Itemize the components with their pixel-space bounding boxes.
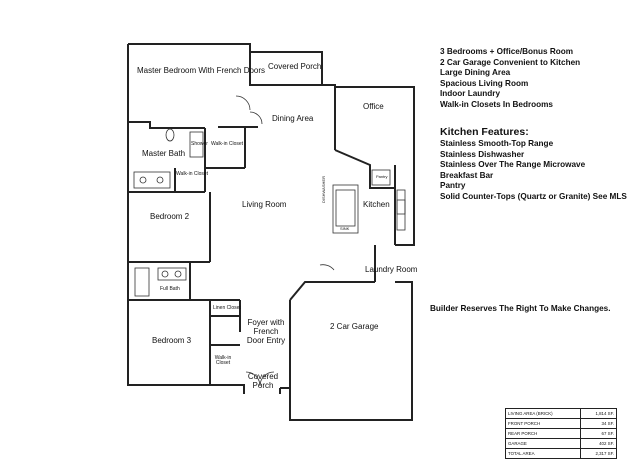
- sink-basin: [139, 176, 147, 184]
- feature-item: Spacious Living Room: [440, 78, 529, 88]
- room-label-dishwasher: DISHWASHER: [321, 176, 326, 203]
- area-label: REAR PORCH: [504, 428, 582, 439]
- feature-item: Walk-in Closets In Bedrooms: [440, 99, 553, 109]
- outer-wall: [205, 384, 245, 388]
- room-label-foyer: Foyer with French Door Entry: [246, 318, 286, 346]
- door-swing: [249, 111, 263, 125]
- area-label: GARAGE: [504, 438, 582, 449]
- door-swing: [259, 371, 275, 387]
- area-value: 2,317 SF.: [580, 448, 617, 459]
- range: [396, 199, 406, 215]
- room-label-bedroom-2: Bedroom 2: [150, 212, 190, 221]
- kitchen-features-list: Stainless Smooth-Top Range Stainless Dis…: [440, 139, 627, 202]
- room-label-full-bath: Full Bath: [160, 286, 180, 292]
- kitchen-island: [332, 184, 359, 234]
- room-label-kitchen: Kitchen: [363, 200, 390, 209]
- feature-item: 2 Car Garage Convenient to Kitchen: [440, 57, 581, 67]
- wall: [289, 281, 375, 301]
- outer-wall: [280, 281, 413, 421]
- kitchen-feature-item: Stainless Over The Range Microwave: [440, 160, 586, 169]
- room-label-shower: Shower: [191, 141, 208, 147]
- wall: [334, 149, 395, 189]
- outer-wall: [322, 84, 415, 246]
- area-value: 67 SF.: [580, 428, 617, 439]
- area-label: LIVING AREA (BRICK): [504, 408, 582, 419]
- kitchen-features-title: Kitchen Features:: [440, 126, 529, 138]
- room-label-bedroom-3: Bedroom 3: [152, 336, 192, 345]
- room-label-walk-in-closet-3: Walk-in Closet: [214, 355, 232, 366]
- home-features-list: 3 Bedrooms + Office/Bonus Room 2 Car Gar…: [440, 47, 580, 110]
- area-value: 402 SF.: [580, 438, 617, 449]
- room-label-dining-area: Dining Area: [272, 114, 314, 123]
- room-label-covered-porch-rear: Covered Porch: [268, 62, 322, 71]
- area-value: 1,814 SF.: [580, 408, 617, 419]
- kitchen-island-top: [335, 189, 356, 227]
- door-swing: [319, 264, 335, 271]
- room-label-master-bath: Master Bath: [142, 149, 186, 158]
- wall: [128, 121, 205, 129]
- builder-note: Builder Reserves The Right To Make Chang…: [430, 304, 611, 313]
- outer-wall: [127, 44, 205, 386]
- area-value: 34 SF.: [580, 418, 617, 429]
- room-label-covered-porch-front: Covered Porch: [247, 372, 279, 391]
- kitchen-feature-item: Stainless Dishwasher: [440, 149, 525, 159]
- table-row: LIVING AREA (BRICK)1,814 SF.: [504, 408, 617, 419]
- room-label-sink: SINK: [340, 226, 350, 231]
- room-label-laundry-room: Laundry Room: [365, 265, 418, 274]
- door-swing: [235, 95, 251, 111]
- room-label-garage: 2 Car Garage: [330, 322, 379, 331]
- vanity-full-bath: [157, 267, 187, 281]
- room-label-office: Office: [363, 102, 384, 111]
- sink-basin: [174, 270, 182, 278]
- sink-basin: [161, 270, 169, 278]
- kitchen-feature-item: Stainless Smooth-Top Range: [440, 139, 554, 148]
- kitchen-counter: [396, 189, 406, 231]
- room-label-pantry: Pantry: [376, 174, 388, 179]
- feature-item: 3 Bedrooms + Office/Bonus Room: [440, 47, 574, 56]
- room-label-master-bedroom: Master Bedroom With French Doors: [137, 66, 266, 75]
- vanity-master-bath: [133, 171, 171, 189]
- outer-wall: [128, 43, 251, 52]
- kitchen-feature-item: Pantry: [440, 181, 466, 190]
- area-label: FRONT PORCH: [504, 418, 582, 429]
- feature-item: Large Dining Area: [440, 68, 511, 77]
- sink-basin: [156, 176, 164, 184]
- room-label-walk-in-closet-master: Walk-in Closet: [211, 141, 244, 147]
- shower: [189, 131, 204, 158]
- room-label-linen-closet: Linen Closet: [213, 305, 241, 311]
- pantry-outline: [371, 169, 391, 186]
- bathtub: [134, 267, 150, 297]
- kitchen-feature-item: Breakfast Bar: [440, 170, 494, 180]
- toilet: [165, 128, 175, 142]
- kitchen-feature-item: Solid Counter-Tops (Quartz or Granite) S…: [440, 191, 627, 201]
- feature-item: Indoor Laundry: [440, 89, 501, 98]
- room-label-walk-in-closet-2: Walk-in Closet: [176, 171, 209, 177]
- room-label-living-room: Living Room: [242, 200, 287, 209]
- area-label: TOTAL AREA: [504, 448, 582, 459]
- area-table: LIVING AREA (BRICK)1,814 SF. FRONT PORCH…: [504, 408, 617, 459]
